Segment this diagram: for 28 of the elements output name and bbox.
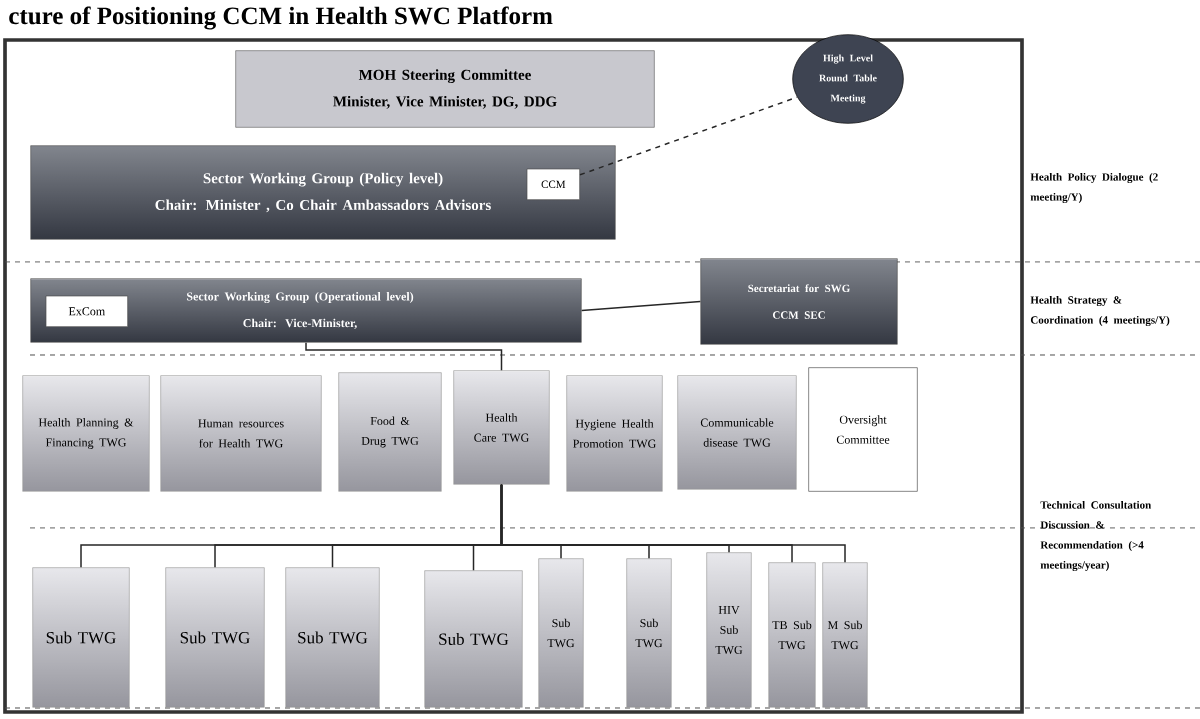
title: cture of Positioning CCM in Health SWC Platform bbox=[9, 6, 553, 30]
side-note: Technical Consultation Discussion & Recommendation (>4 meetings/year) bbox=[1040, 500, 1152, 572]
meeting-oval: High Level Round Table Meeting bbox=[792, 34, 904, 124]
sub-twg-box: Sub TWG bbox=[424, 570, 523, 708]
sub-twg-box: Sub TWG bbox=[285, 567, 380, 708]
committee-box: Oversight Committee bbox=[808, 367, 918, 492]
sub-twg-box: Sub TWG bbox=[626, 558, 672, 708]
sub-twg-box: HIV Sub TWG bbox=[706, 552, 752, 708]
connector bbox=[305, 341, 503, 372]
twg-box: Communicable disease TWG bbox=[677, 375, 797, 490]
side-note: Health Policy Dialogue (2 meeting/Y) bbox=[1030, 172, 1158, 204]
twg-box: Health Planning & Financing TWG bbox=[22, 375, 150, 492]
sub-twg-box: Sub TWG bbox=[165, 567, 265, 708]
sub-twg-box: TB Sub TWG bbox=[768, 562, 816, 708]
sub-twg-box: M Sub TWG bbox=[822, 562, 868, 708]
twg-box: Health Care TWG bbox=[453, 370, 550, 485]
sub-twg-box: Sub TWG bbox=[32, 567, 130, 708]
twg-box: Human resources for Health TWG bbox=[160, 375, 322, 492]
connector bbox=[500, 483, 846, 564]
twg-box: Hygiene Health Promotion TWG bbox=[566, 375, 663, 492]
committee-box: MOH Steering Committee Minister, Vice Minister, DG, DDG bbox=[235, 50, 655, 128]
excom-box: ExCom bbox=[45, 295, 128, 327]
secretariat-box: Secretariat for SWG CCM SEC bbox=[700, 258, 898, 345]
twg-box: Food & Drug TWG bbox=[338, 372, 442, 492]
sub-twg-box: Sub TWG bbox=[538, 558, 584, 708]
ccm-box: CCM bbox=[526, 168, 580, 200]
side-note: Health Strategy & Coordination (4 meetings/Y) bbox=[1030, 295, 1170, 327]
connector bbox=[580, 300, 702, 312]
